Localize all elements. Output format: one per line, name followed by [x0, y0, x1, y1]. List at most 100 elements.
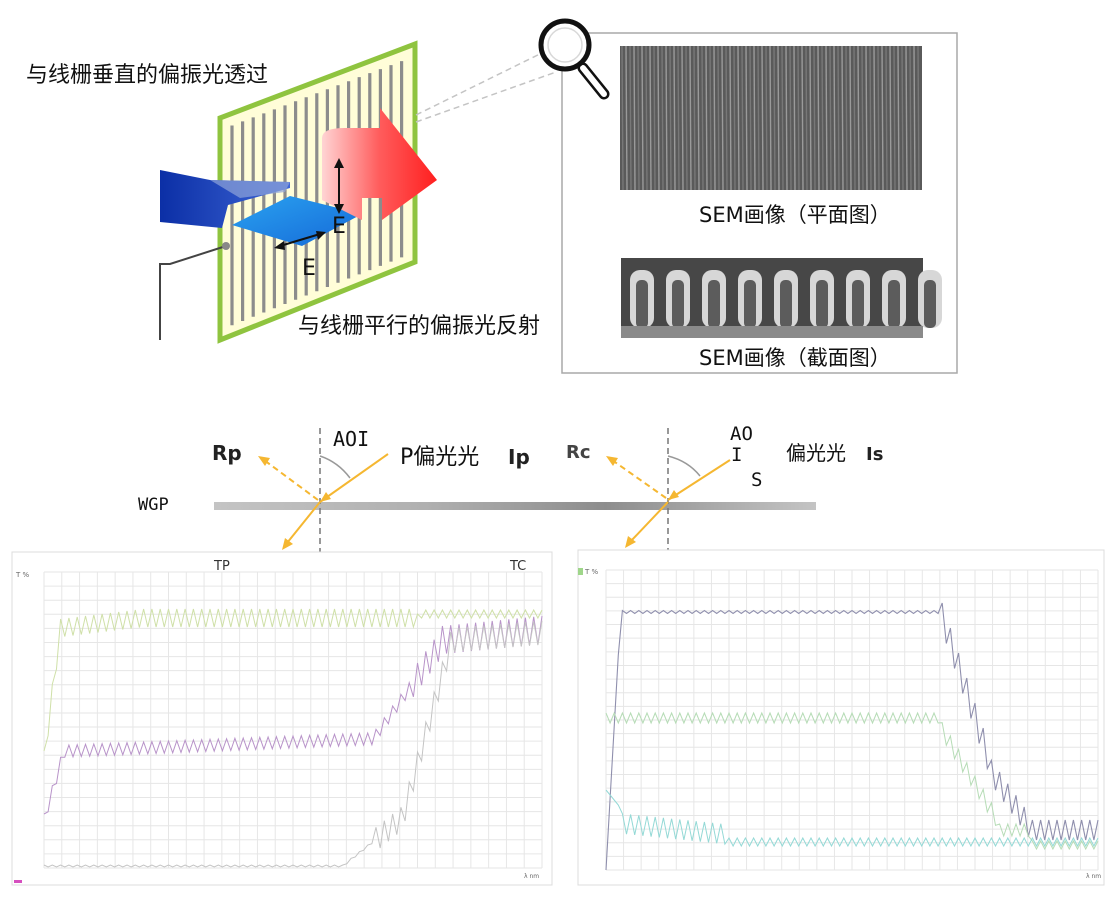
sem-plan-line [653, 45, 656, 191]
sem-plan-line [777, 45, 780, 191]
sem-plan-line [753, 45, 756, 191]
e-vertical-head-up [334, 158, 344, 168]
reflection-diagram: WGP Rp AOI P偏光光 Ip Rc AO I S 偏光光 Is [138, 423, 883, 552]
sem-plan-line [737, 45, 740, 191]
sem-plan-line [689, 45, 692, 191]
sem-plan-line [745, 45, 748, 191]
sem-plan-line [797, 45, 800, 191]
ip-label: Ip [508, 445, 530, 469]
sem-plan-line [913, 45, 916, 191]
sem-plan-line [853, 45, 856, 191]
sem-plan-line [885, 45, 888, 191]
right-aoi-arc [667, 455, 701, 477]
sem-plan-line [733, 45, 736, 191]
sem-plan-caption: SEM画像（平面图） [699, 203, 891, 227]
left-incident-head [320, 492, 331, 502]
sem-plan-line [669, 45, 672, 191]
right-chart-ylabel: T % [584, 568, 599, 576]
left-chart-header-tc: TC [509, 559, 526, 574]
sem-plan-line [893, 45, 896, 191]
sem-plan-line [761, 45, 764, 191]
aoi-left-label: AOI [333, 427, 369, 451]
sem-plan-line [625, 45, 628, 191]
s-polarized-label: 偏光光 [786, 441, 846, 465]
sem-plan-line [641, 45, 644, 191]
sem-plan-line [721, 45, 724, 191]
sem-pillar-core [924, 280, 936, 328]
left-transmitted-head [282, 538, 293, 550]
sem-plan-line [789, 45, 792, 191]
sem-plan-line [849, 45, 852, 191]
aoi-right-label-a: AO [730, 423, 753, 445]
sem-plan-line [725, 45, 728, 191]
sem-plan-line [773, 45, 776, 191]
sem-plan-line [713, 45, 716, 191]
sem-plan-line [673, 45, 676, 191]
sem-pillar-core [744, 280, 756, 328]
left-chart-frame [11, 551, 553, 886]
sem-pillar-core [672, 280, 684, 328]
transmitted-light-arrow [322, 108, 437, 220]
sem-plan-line [809, 45, 812, 191]
sem-plan-line [817, 45, 820, 191]
left-series-purple [43, 615, 543, 815]
sem-plan-line [813, 45, 816, 191]
transmit-caption: 与线栅垂直的偏振光透过 [26, 63, 268, 88]
sem-plan-line [633, 45, 636, 191]
right-incident-ray [667, 459, 731, 501]
sem-pillar-core [888, 280, 900, 328]
reflect-lead-line [159, 245, 227, 340]
rp-label: Rp [212, 441, 242, 465]
left-chart-header-tp: TP [213, 559, 230, 574]
sem-pillar-core [852, 280, 864, 328]
sem-plan-line [901, 45, 904, 191]
sem-plan-line [657, 45, 660, 191]
sem-plan-line [705, 45, 708, 191]
wire-grid-diagram: E E 与线栅垂直的偏振光透过 与线栅平行的偏振光反射 [26, 40, 557, 344]
right-reflected-head [606, 456, 618, 466]
sem-plan-line [665, 45, 668, 191]
lead-dot [222, 242, 230, 250]
sem-plan-line [837, 45, 840, 191]
sem-pillar-core [708, 280, 720, 328]
magnifier-icon [538, 18, 610, 100]
aoi-right-label-c: S [751, 469, 762, 491]
sem-plan-line [757, 45, 760, 191]
left-series-grey [43, 620, 543, 868]
sem-plan-line [805, 45, 808, 191]
right-series-purple [605, 602, 1099, 871]
right-chart-marker [578, 568, 583, 575]
sem-plan-line [749, 45, 752, 191]
e-horizontal-head-left [274, 241, 285, 250]
sem-plan-line [649, 45, 652, 191]
left-transmitted-ray [286, 501, 321, 544]
wgp-label: WGP [138, 495, 169, 515]
sem-plan-line [869, 45, 872, 191]
sem-plan-line [677, 45, 680, 191]
sem-plan-line [621, 45, 624, 191]
left-transmission-chart: TP TC T % λ nm [11, 551, 553, 886]
sem-plan-line [741, 45, 744, 191]
sem-plan-line [685, 45, 688, 191]
rc-label: Rc [566, 442, 591, 463]
right-transmission-chart: T % λ nm [577, 549, 1105, 886]
left-chart-grid [43, 571, 543, 869]
sem-plan-line [857, 45, 860, 191]
e-horizontal-label: E [302, 256, 316, 281]
sem-panel: SEM画像（平面图） SEM画像（截面图） [538, 18, 958, 374]
right-chart-grid [605, 569, 1099, 871]
left-series-green [43, 608, 543, 752]
sem-plan-line [645, 45, 648, 191]
sem-plan-line [833, 45, 836, 191]
left-reflected-ray [263, 459, 319, 501]
aoi-right-label-b: I [731, 444, 742, 466]
sem-plan-line [841, 45, 844, 191]
sem-plan-line [629, 45, 632, 191]
left-chart-marker [14, 880, 22, 883]
p-polarized-label: P偏光光 [400, 445, 479, 470]
sem-plan-line [917, 45, 920, 191]
zoom-guide-upper [415, 45, 557, 116]
sem-plan-line [785, 45, 788, 191]
e-horizontal-head-right [316, 231, 326, 240]
sem-plan-line [793, 45, 796, 191]
